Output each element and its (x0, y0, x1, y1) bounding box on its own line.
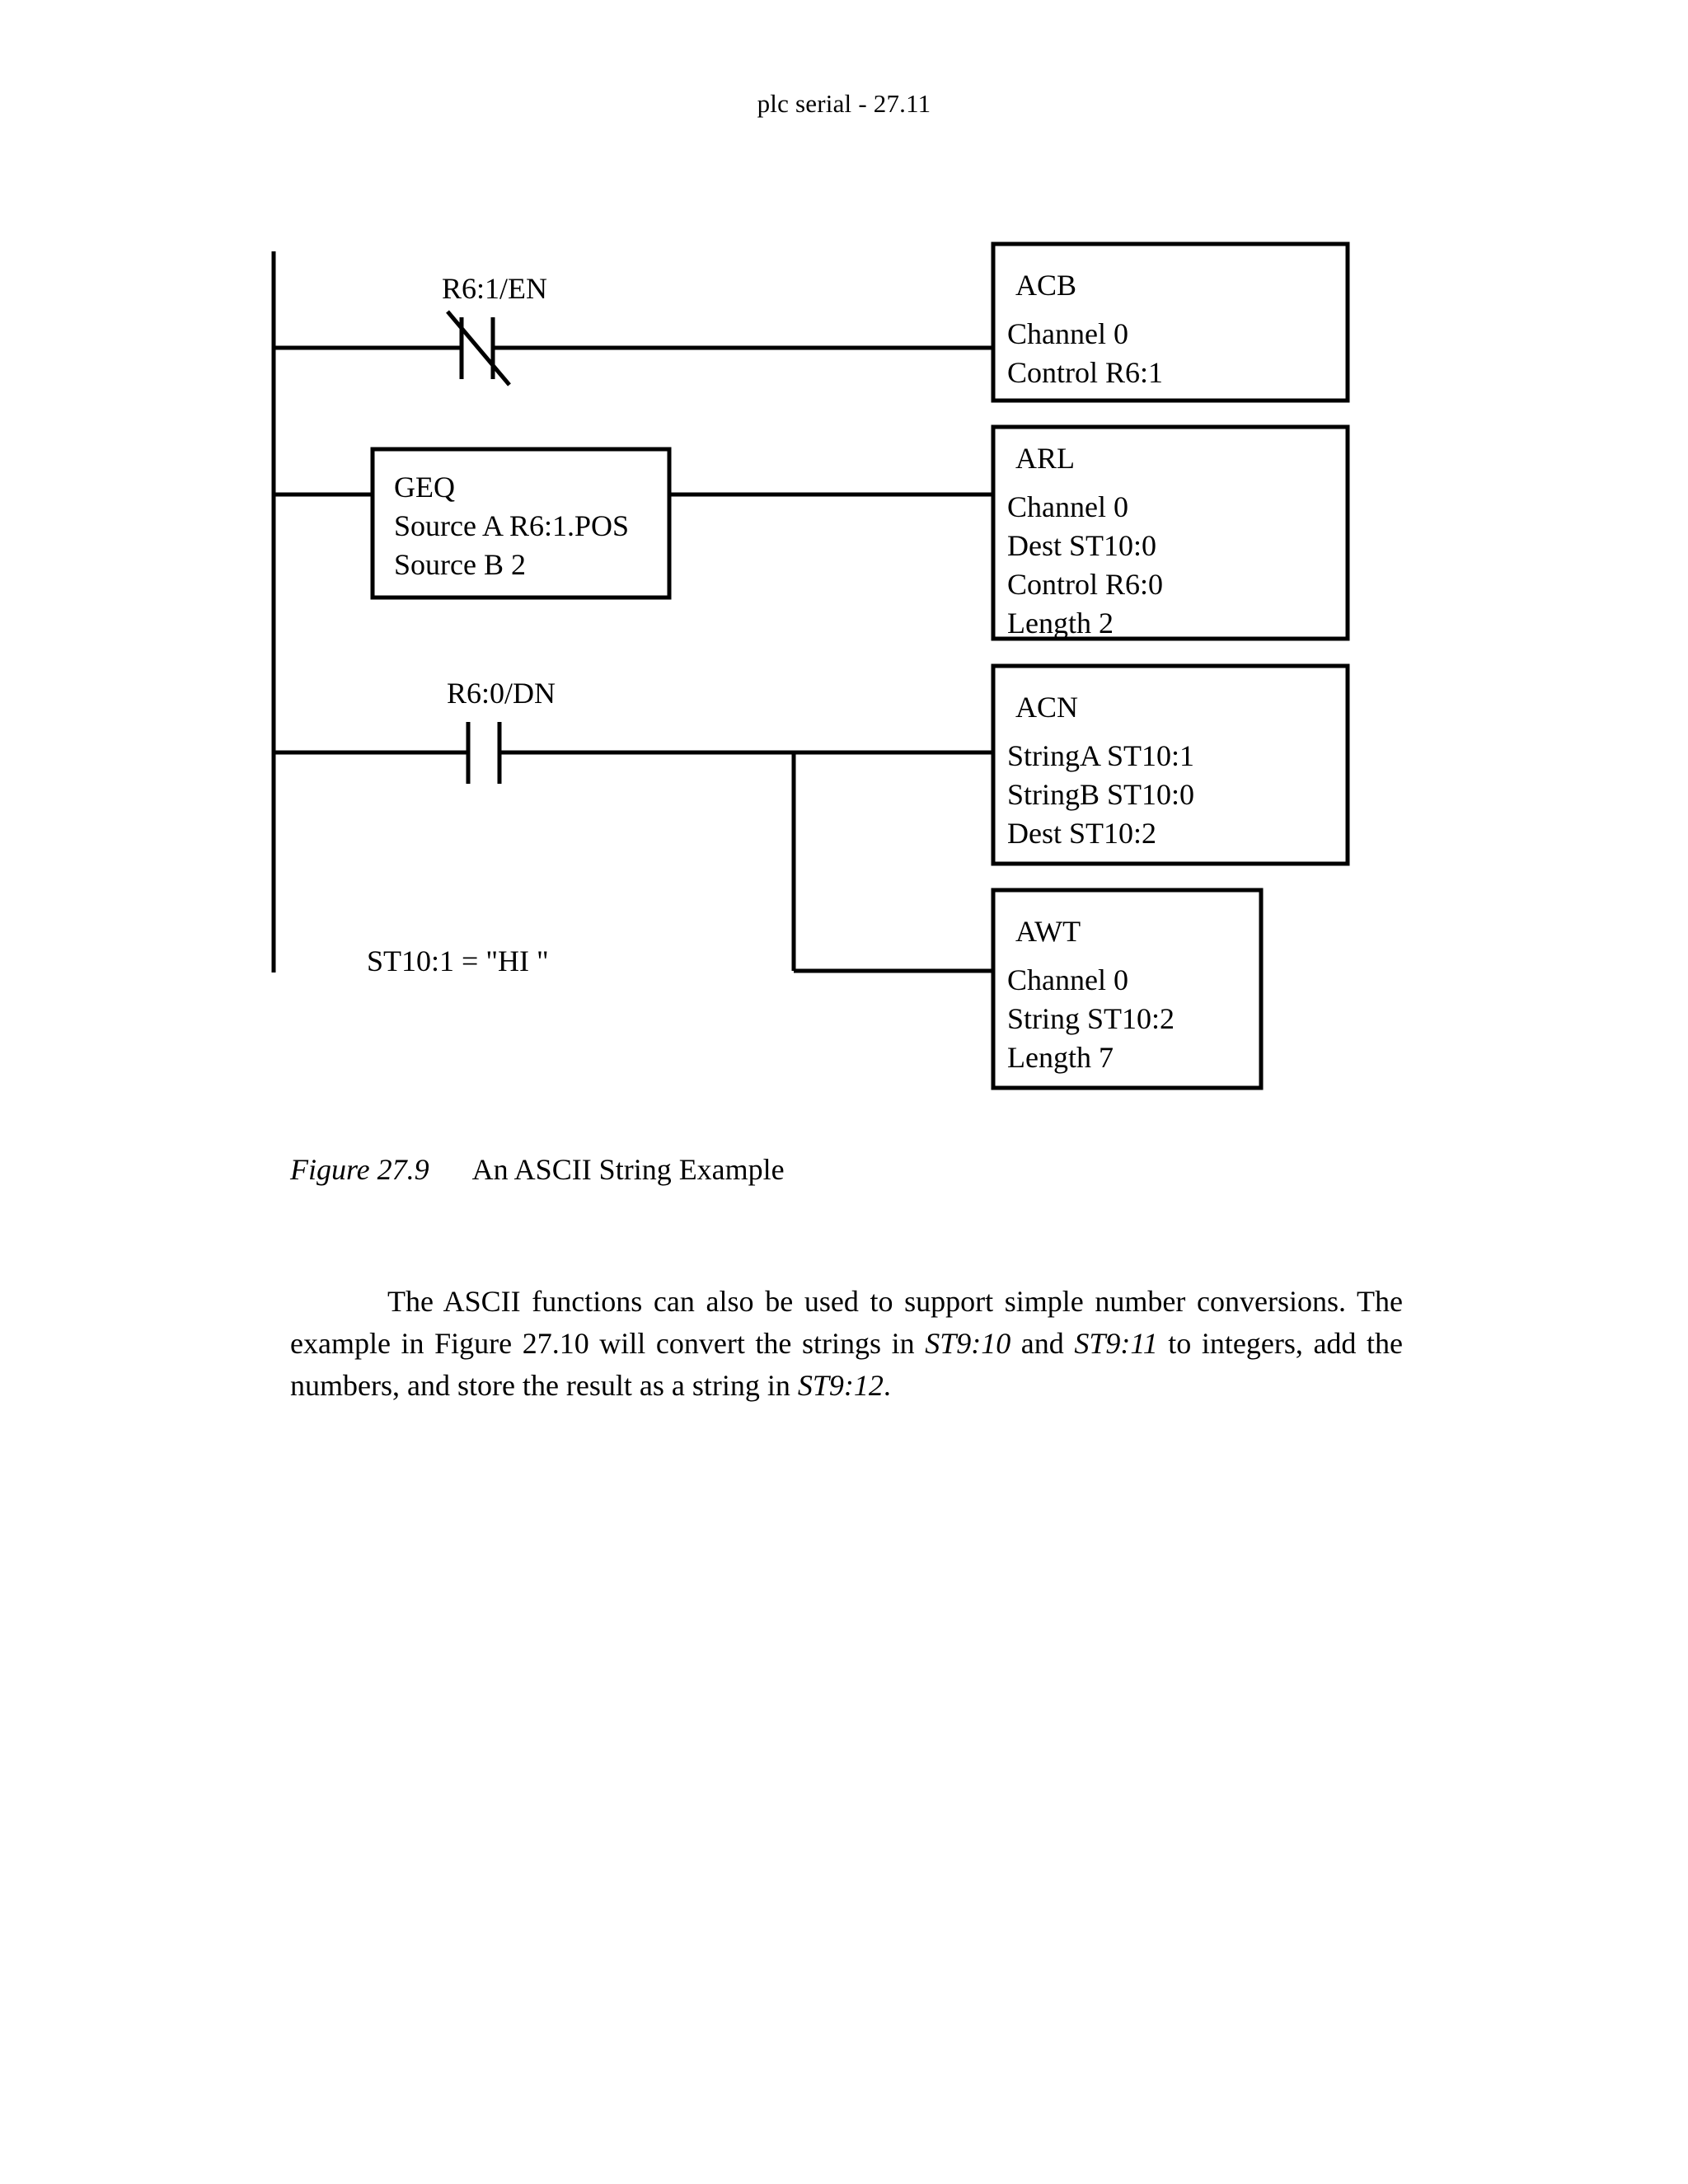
arl-block-title: ARL (1015, 442, 1075, 475)
paragraph-emphasis-st9-10: ST9:10 (925, 1327, 1011, 1360)
arl-block-line-2: Dest ST10:0 (1007, 529, 1156, 562)
paragraph-emphasis-st9-12: ST9:12 (797, 1369, 884, 1402)
paragraph-segment-4: . (883, 1369, 891, 1402)
acn-block-line-2: StringB ST10:0 (1007, 778, 1194, 811)
acn-block-line-1: StringA ST10:1 (1007, 739, 1194, 772)
figure-caption-text: An ASCII String Example (471, 1153, 785, 1186)
running-header: plc serial - 27.11 (757, 89, 931, 118)
paragraph-segment-2: and (1010, 1327, 1075, 1360)
geq-block-title: GEQ (394, 471, 455, 504)
paragraph-segment-3: to integers, add the numbers, and store … (290, 1327, 1403, 1402)
rung3-contact-label: R6:0/DN (447, 677, 556, 710)
ladder-logic-figure: R6:1/EN R6:0/DN GEQ Source A R6:1.POS So… (271, 241, 1350, 1090)
arl-block-line-1: Channel 0 (1007, 490, 1128, 523)
arl-block-line-4: Length 2 (1007, 607, 1114, 640)
acn-block-line-3: Dest ST10:2 (1007, 817, 1156, 850)
arl-block-line-3: Control R6:0 (1007, 568, 1163, 601)
output-block-awt (991, 888, 1264, 1090)
awt-block-title: AWT (1015, 915, 1081, 948)
acn-block-title: ACN (1015, 691, 1078, 724)
rung1-contact-slash-icon (446, 310, 511, 387)
output-block-arl (991, 424, 1350, 641)
geq-block-line-1: Source A R6:1.POS (394, 509, 629, 542)
paragraph-segment-1: The ASCII functions can also be used to … (290, 1285, 1403, 1360)
body-paragraph: The ASCII functions can also be used to … (290, 1281, 1403, 1407)
rung1-contact-label: R6:1/EN (442, 272, 547, 305)
acb-block-line-2: Control R6:1 (1007, 356, 1163, 389)
acb-block-title: ACB (1015, 269, 1076, 302)
figure-annotation: ST10:1 = "HI " (367, 944, 549, 977)
compare-block-geq (370, 447, 672, 600)
paragraph-emphasis-st9-11: ST9:11 (1074, 1327, 1158, 1360)
geq-block-line-2: Source B 2 (394, 548, 526, 581)
awt-block-line-2: String ST10:2 (1007, 1002, 1175, 1035)
awt-block-line-1: Channel 0 (1007, 963, 1128, 996)
awt-block-line-3: Length 7 (1007, 1041, 1114, 1074)
output-block-acb (991, 241, 1350, 403)
figure-caption: Figure 27.9 An ASCII String Example (290, 1152, 785, 1187)
acb-block-line-1: Channel 0 (1007, 317, 1128, 350)
figure-caption-number: Figure 27.9 (290, 1153, 429, 1186)
ladder-diagram-svg: R6:1/EN R6:0/DN GEQ Source A R6:1.POS So… (271, 241, 1350, 1090)
output-block-acn (991, 663, 1350, 866)
